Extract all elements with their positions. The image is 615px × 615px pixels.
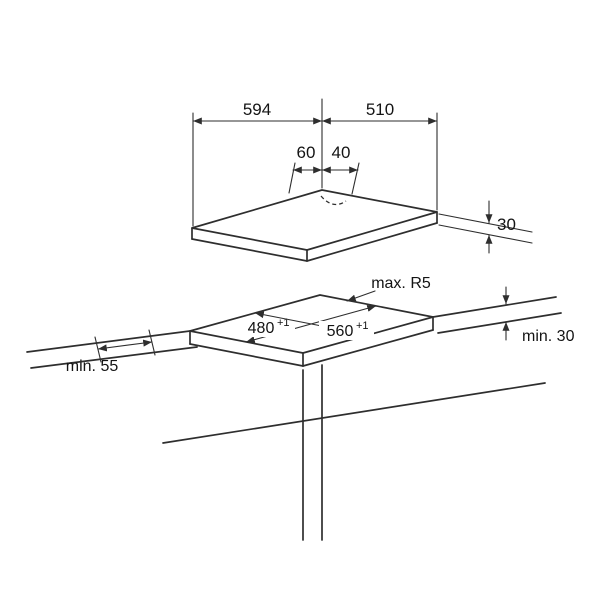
gas-inlet-dashed-outline	[320, 195, 347, 206]
worktop-edge-upper-left	[26, 330, 191, 353]
cutout-depth-label: 480	[248, 320, 275, 337]
corner-radius-label: max. R5	[371, 275, 431, 292]
dimension-hob-height-30: 30	[438, 200, 533, 254]
gas-offset-left-label: 60	[297, 143, 316, 162]
hob-width-label: 594	[243, 100, 271, 119]
dimension-worktop-thickness-min30: min. 30	[502, 286, 575, 345]
cutout-width-label-box	[319, 321, 374, 340]
worktop-thickness-label: min. 30	[522, 328, 575, 345]
dimension-hob-depth-510: 510	[321, 100, 438, 211]
dimension-corner-radius: max. R5	[346, 275, 431, 302]
cutout-width-label: 560	[327, 323, 354, 340]
hob-depth-label: 510	[366, 100, 394, 119]
dimension-gas-offsets-60-40: 60 40	[288, 143, 360, 195]
gas-offset-right-label: 40	[332, 143, 351, 162]
worktop-edge-lower-right	[437, 312, 562, 334]
cutout-inner-walls	[189, 316, 434, 367]
dimension-cutout-width-560: 560 +1	[254, 311, 374, 340]
hob-height-label: 30	[497, 215, 516, 234]
worktop-edge-upper-right	[432, 296, 557, 318]
dimension-hob-width-594: 594	[192, 98, 323, 227]
hob-slab-edges	[191, 211, 438, 262]
cabinet-below	[162, 364, 546, 541]
hob-top-view	[191, 189, 438, 262]
cabinet-front-edge	[162, 382, 546, 444]
edge-clearance-label: min. 55	[66, 358, 119, 375]
worktop-edge-lower-left	[30, 346, 198, 369]
cutout-width-tolerance: +1	[356, 320, 369, 332]
dimension-edge-clearance-min55: min. 55	[66, 329, 156, 375]
hob-top-face	[191, 189, 438, 251]
